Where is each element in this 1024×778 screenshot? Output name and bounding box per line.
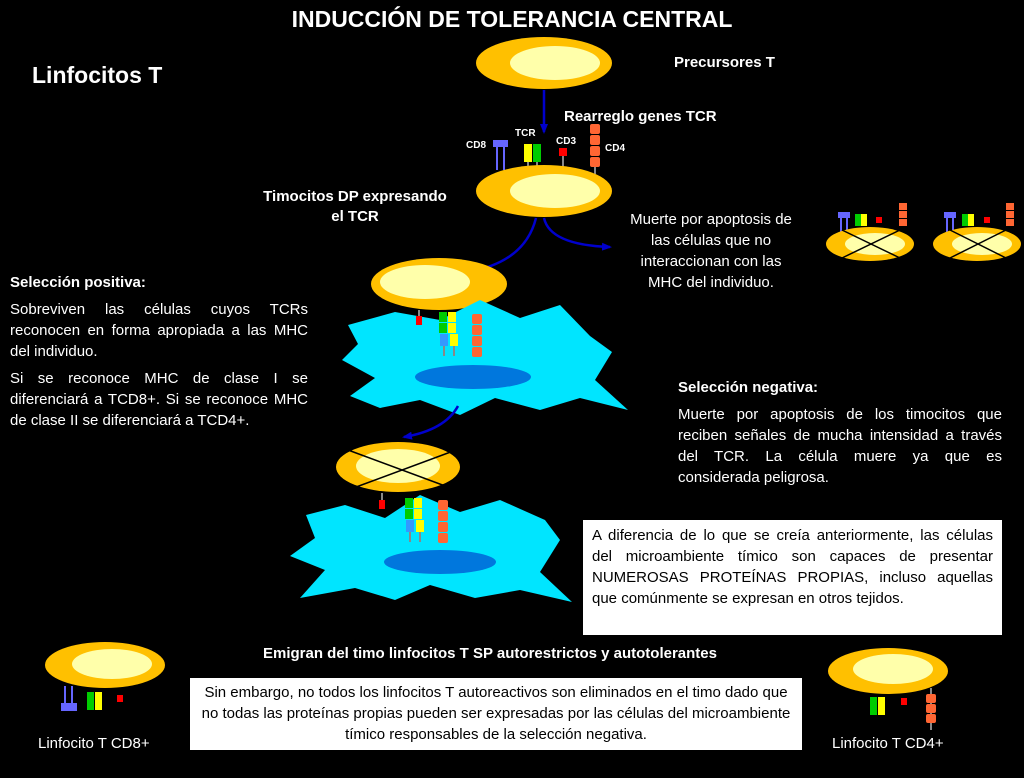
apoptotic-cell-1 xyxy=(826,203,914,261)
label-emigran: Emigran del timo linfocitos T SP autores… xyxy=(0,645,980,662)
cd8-t-cell xyxy=(45,642,165,711)
dp-thymocyte xyxy=(476,165,612,217)
arrow-to-negative-selection xyxy=(402,405,460,440)
seleccion-positiva-p2: Si se reconoce MHC de clase I se diferen… xyxy=(10,370,308,429)
label-cd8: CD8 xyxy=(466,140,487,151)
thymic-stromal-cell-1 xyxy=(342,300,628,415)
precursor-t-cell xyxy=(476,37,612,89)
page-title: INDUCCIÓN DE TOLERANCIA CENTRAL xyxy=(291,6,733,32)
seleccion-negativa-heading: Selección negativa: xyxy=(678,379,819,396)
label-timocitos-line1: Timocitos DP expresando xyxy=(263,188,447,205)
label-timocitos-dp: Timocitos DP expresando el TCR xyxy=(240,187,470,227)
label-precursores: Precursores T xyxy=(674,54,775,71)
apoptotic-cell-2 xyxy=(933,203,1021,261)
cd4-t-cell xyxy=(828,648,948,730)
seleccion-negativa-p1: Muerte por apoptosis de los timocitos qu… xyxy=(678,406,1002,486)
positive-selection-thymocyte xyxy=(371,258,507,310)
label-cd3: CD3 xyxy=(556,136,577,147)
label-emigran-text: Emigran del timo linfocitos T SP autores… xyxy=(263,645,717,662)
label-rearreglo: Rearreglo genes TCR xyxy=(564,108,717,125)
tcr-mhc-interaction-2 xyxy=(379,493,448,543)
box-microambiente: A diferencia de lo que se creía anterior… xyxy=(583,520,1002,635)
label-tcr: TCR xyxy=(515,128,536,139)
negative-selection-thymocyte xyxy=(336,442,460,492)
box-sin-embargo: Sin embargo, no todos los linfocitos T a… xyxy=(190,678,802,750)
label-linfocito-cd8: Linfocito T CD8+ xyxy=(38,735,150,752)
text-muerte-apoptosis: Muerte por apoptosis de las células que … xyxy=(630,211,792,291)
label-cd4: CD4 xyxy=(605,143,626,154)
subtitle: Linfocitos T xyxy=(32,62,163,88)
label-timocitos-line2: el TCR xyxy=(331,208,379,225)
label-linfocito-cd4: Linfocito T CD4+ xyxy=(832,735,944,752)
section-seleccion-positiva: Selección positiva: Sobreviven las célul… xyxy=(10,274,308,431)
tcr-mhc-interaction-1 xyxy=(416,310,482,357)
seleccion-positiva-p1: Sobreviven las células cuyos TCRs recono… xyxy=(10,301,308,360)
seleccion-positiva-heading: Selección positiva: xyxy=(10,274,146,291)
section-seleccion-negativa: Selección negativa: Muerte por apoptosis… xyxy=(678,379,1002,488)
thymic-stromal-cell-2 xyxy=(290,495,572,602)
arrow-to-apoptosis xyxy=(542,217,612,251)
